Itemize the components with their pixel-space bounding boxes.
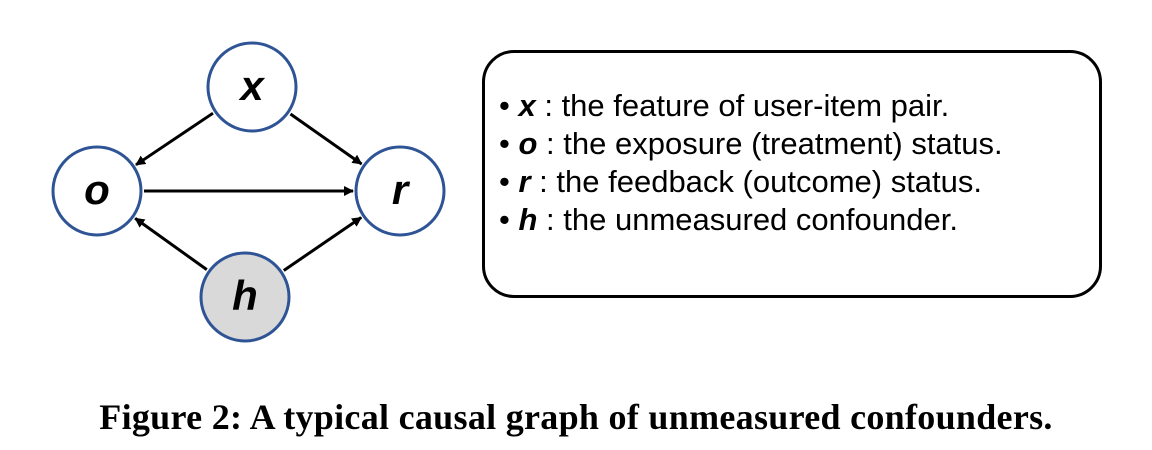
legend-var: h: [518, 202, 538, 237]
node-x: x: [206, 41, 298, 133]
node-circle: [354, 145, 446, 237]
legend-item-x: • x : the feature of user-item pair.: [499, 87, 1099, 125]
legend-text: : the unmeasured confounder.: [537, 202, 958, 237]
node-label: h: [232, 272, 258, 319]
node-circle: [51, 145, 143, 237]
causal-graph: x o r h: [51, 41, 446, 343]
legend-text: : the feedback (outcome) status.: [530, 164, 983, 199]
figure-caption: Figure 2: A typical causal graph of unme…: [99, 397, 1053, 437]
node-r: r: [354, 145, 446, 237]
edge-h-to-r: [282, 216, 363, 272]
edge-h-to-o: [134, 217, 208, 271]
legend-item-r: • r : the feedback (outcome) status.: [499, 163, 1099, 201]
legend-var: r: [518, 164, 531, 199]
edge-x-to-r: [289, 112, 363, 166]
legend-box: • x : the feature of user-item pair. • o…: [482, 50, 1102, 298]
legend-bullet: •: [499, 126, 510, 161]
node-o: o: [51, 145, 143, 237]
legend-bullet: •: [499, 202, 510, 237]
node-label: r: [392, 166, 411, 213]
legend-text: : the feature of user-item pair.: [535, 88, 950, 123]
legend-item-h: • h : the unmeasured confounder.: [499, 201, 1099, 239]
node-label: x: [238, 62, 265, 109]
node-h: h: [199, 251, 291, 343]
legend-var: x: [518, 88, 536, 123]
edge-x-to-o: [135, 111, 214, 167]
legend-var: o: [518, 126, 538, 161]
legend-text: : the exposure (treatment) status.: [537, 126, 1003, 161]
legend-bullet: •: [499, 88, 510, 123]
node-circle: [199, 251, 291, 343]
node-circle: [206, 41, 298, 133]
legend-bullet: •: [499, 164, 510, 199]
node-label: o: [84, 166, 110, 213]
legend-item-o: • o : the exposure (treatment) status.: [499, 125, 1099, 163]
